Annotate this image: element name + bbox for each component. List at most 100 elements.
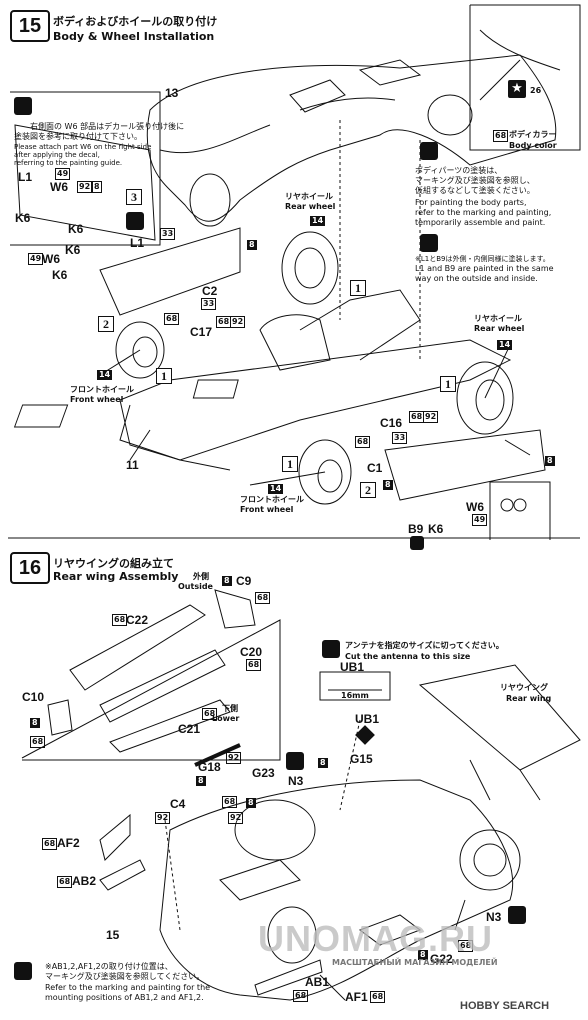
- ref-11: 11: [126, 458, 139, 472]
- paint-brush-icon: [126, 212, 144, 230]
- callout-3: 3: [126, 189, 142, 205]
- note-paint-en2: refer to the marking and painting,: [415, 208, 552, 217]
- paint-tag-92: 92: [77, 181, 93, 193]
- paint-tag-68: 68: [255, 592, 271, 604]
- step-ref-14: 14: [268, 484, 284, 494]
- paint-tag-68: 68: [370, 991, 386, 1003]
- paint-tag-8: 8: [418, 950, 428, 960]
- paint-tag-8: 8: [545, 456, 555, 466]
- paint-tag-49: 49: [28, 253, 44, 265]
- rear-wheel-jp-2: リヤホイール: [474, 314, 522, 323]
- label-W6: W6: [50, 180, 68, 194]
- antenna-size: 16mm: [341, 691, 369, 700]
- rear-wheel-jp: リヤホイール: [285, 192, 333, 201]
- antenna-part-UB1: UB1: [340, 660, 365, 674]
- label-C17: C17: [190, 325, 213, 339]
- front-left-wheel: [115, 321, 165, 379]
- paint-tag-68: 68: [164, 313, 180, 325]
- label-K6: K6: [15, 211, 31, 225]
- star-icon: ★: [508, 80, 526, 98]
- scissors-icon: [322, 640, 340, 658]
- label-N3: N3: [288, 774, 304, 788]
- label-C16: C16: [380, 416, 403, 430]
- decal-diamond-icon: [355, 725, 375, 745]
- note-w6-en3: referring to the painting guide.: [14, 159, 123, 167]
- part-ab2: [99, 859, 146, 891]
- paint-tag-8: 8: [318, 758, 328, 768]
- paint-tag-92: 92: [226, 752, 242, 764]
- front-wheel-jp: フロントホイール: [70, 385, 134, 394]
- outside-en: Outside: [178, 582, 213, 591]
- callout-2: 2: [360, 482, 376, 498]
- paint-tag-92: 92: [228, 812, 244, 824]
- rear-wheel-en-2: Rear wheel: [474, 324, 525, 333]
- step-15-diagram: [8, 4, 581, 540]
- note-paint-jp1: ボディパーツの塗装は、: [415, 166, 503, 175]
- body-color-en: Body color: [509, 141, 557, 150]
- paint-tag-8: 8: [30, 718, 40, 728]
- callout-2: 2: [98, 316, 114, 332]
- label-L1: L1: [18, 170, 33, 184]
- label-W6: W6: [466, 500, 484, 514]
- label-C4: C4: [170, 797, 186, 811]
- rear-wheel-arch: [459, 829, 521, 891]
- note-ab-jp2: マーキング及び塗装図を参照してください。: [45, 972, 205, 981]
- front-wheel-jp-2: フロントホイール: [240, 495, 304, 504]
- paint-tag-68: 68: [222, 796, 238, 808]
- paint-tag-68: 68: [246, 659, 262, 671]
- front-wheel-en-2: Front wheel: [240, 505, 294, 514]
- paint-tag-68: 68: [30, 736, 46, 748]
- step-16-title-en: Rear wing Assembly: [53, 570, 179, 583]
- paint-tag-92: 92: [155, 812, 171, 824]
- label-AF1: AF1: [345, 990, 368, 1004]
- watermark-main: UNOMAG.RU: [258, 918, 493, 959]
- label-G18: G18: [198, 760, 221, 774]
- paint-tag-68: 68: [409, 411, 425, 423]
- paint-brush-icon: [14, 962, 32, 980]
- step-ref-14: 14: [97, 370, 113, 380]
- paint-brush-icon: [420, 234, 438, 252]
- paint-tag-49: 49: [472, 514, 488, 526]
- label-K6: K6: [428, 522, 444, 536]
- paint-tag-8: 8: [196, 776, 206, 786]
- label-C10: C10: [22, 690, 45, 704]
- paint-tag-92: 92: [230, 316, 246, 328]
- rear-wheel-en: Rear wheel: [285, 202, 336, 211]
- lower-en: Lower: [212, 714, 240, 723]
- label-AB1: AB1: [305, 975, 330, 989]
- paint-tag-68: 68: [458, 940, 474, 952]
- paint-tag-68: 68: [42, 838, 58, 850]
- paint-tag-68: 68: [355, 436, 371, 448]
- note-paint-jp2: マーキング及び塗装図を参照し、: [415, 176, 535, 185]
- label-G15: G15: [350, 752, 373, 766]
- label-G22: G22: [430, 952, 453, 966]
- body-color-jp: ボディカラー: [509, 130, 557, 139]
- chassis: [119, 339, 512, 461]
- step-16-title-jp: リヤウイングの組み立て: [53, 557, 174, 570]
- label-W6: W6: [42, 252, 60, 266]
- antenna-note-en: Cut the antenna to this size: [345, 652, 471, 661]
- paint-tag-8: 8: [247, 240, 257, 250]
- rear-right-wheel: [456, 361, 514, 435]
- callout-1: 1: [282, 456, 298, 472]
- front-wheel-en: Front wheel: [70, 395, 124, 404]
- paint-tag-33: 33: [160, 228, 176, 240]
- paint-tag-68: 68: [202, 708, 218, 720]
- label-AF2: AF2: [57, 836, 80, 850]
- endplate-c9: [214, 589, 256, 629]
- decal-26: 26: [530, 86, 542, 95]
- outside-jp: 外側: [193, 572, 209, 581]
- note-paint-en3: temporarily assemble and paint.: [415, 218, 546, 227]
- label-K6: K6: [68, 222, 84, 236]
- rear-wing-assembly: [418, 664, 581, 771]
- decal-icon: [508, 906, 526, 924]
- step-15-title-jp: ボディおよびホイールの取り付け: [53, 15, 218, 28]
- label-C1: C1: [367, 461, 383, 475]
- note-l1-jp: ※L1とB9は外側・内側同様に塗装します。: [415, 255, 550, 263]
- paint-tag-8: 8: [383, 480, 393, 490]
- ref-13: 13: [165, 86, 179, 100]
- note-ab-en2: mounting positions of AB1,2 and AF1,2.: [45, 993, 204, 1002]
- paint-tag-33: 33: [392, 432, 408, 444]
- antenna-note-jp: アンテナを指定のサイズに切ってください。: [345, 641, 504, 650]
- part-af2: [99, 813, 131, 861]
